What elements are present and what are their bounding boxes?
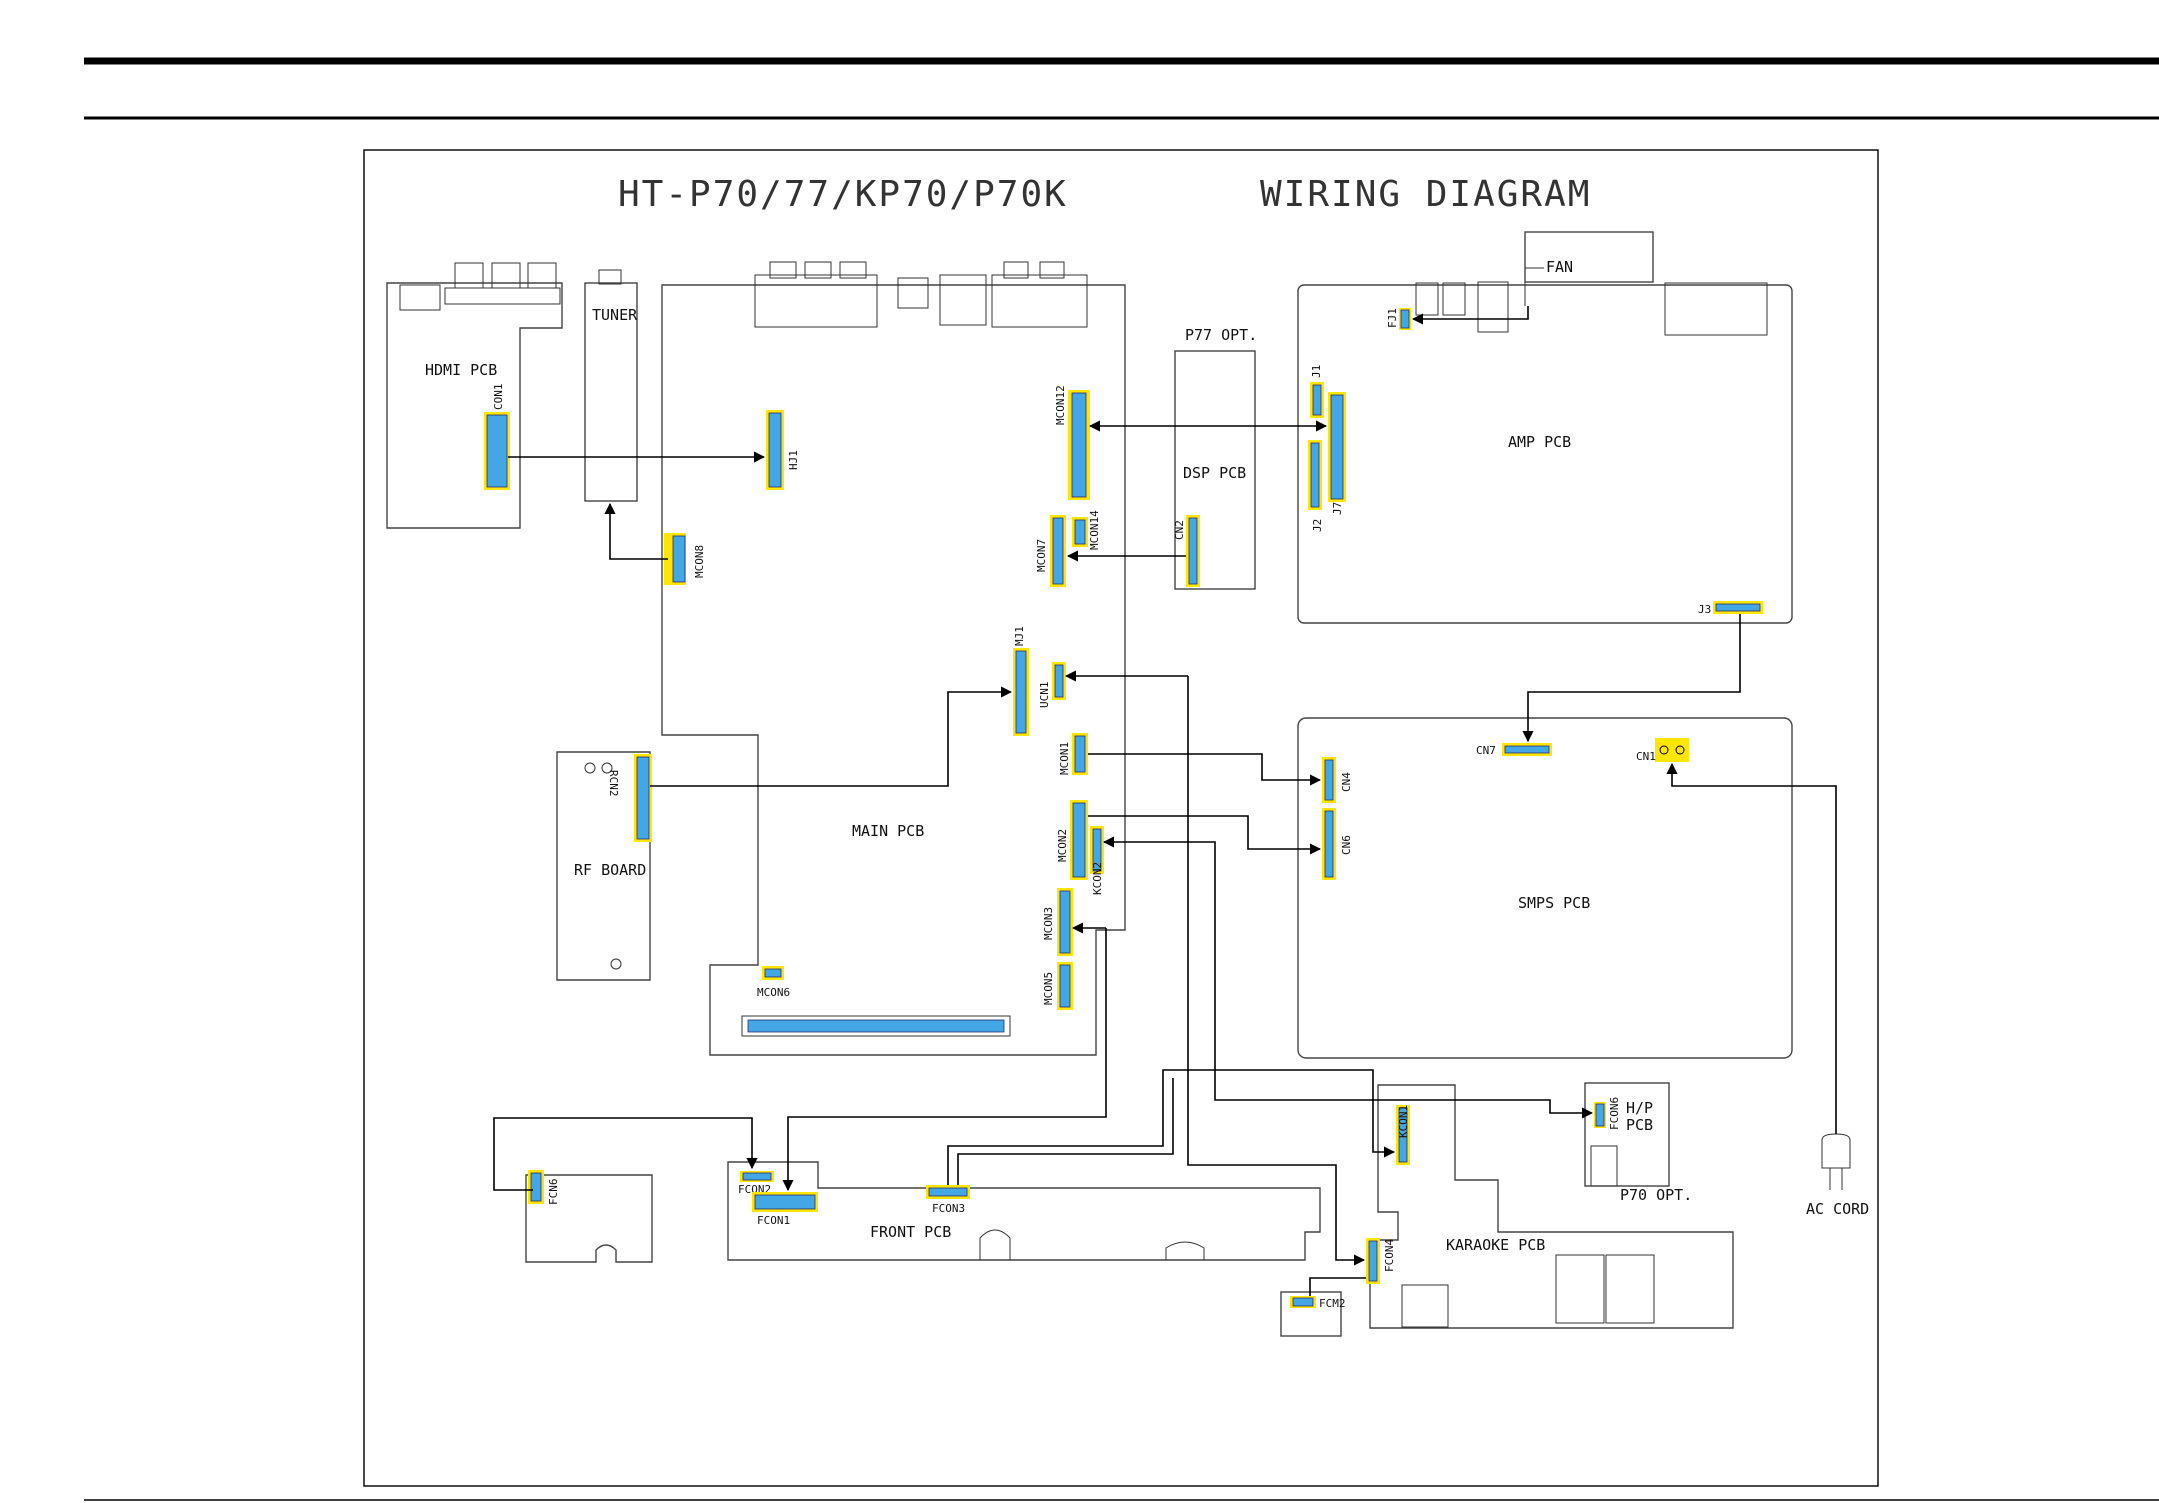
wiring-harness bbox=[493, 306, 1837, 1296]
wire-accord-to-cn1 bbox=[1666, 762, 1837, 1134]
front-pcb-label: FRONT PCB bbox=[870, 1223, 951, 1241]
smps-cn7-label: CN7 bbox=[1476, 744, 1496, 757]
wire-karaoke-to-fcm2 bbox=[1309, 1277, 1366, 1296]
wire-fcon3-to-kcon1 bbox=[947, 1069, 1396, 1185]
wire-fcn6-to-fcon2 bbox=[493, 1117, 758, 1191]
fcm2-board: FCM2 bbox=[1280, 1291, 1346, 1337]
rf-board-label: RF BOARD bbox=[574, 861, 646, 879]
diagram-frame bbox=[363, 149, 1879, 1487]
wire-mcon1-to-cn4 bbox=[1088, 753, 1322, 786]
fcm2-label: FCM2 bbox=[1319, 1297, 1346, 1310]
hp-option-label: P70 OPT. bbox=[1620, 1186, 1692, 1204]
mcon8-label: MCON8 bbox=[693, 545, 706, 578]
smps-pcb: SMPS PCB CN7 CN1 CN4 CN6 bbox=[1297, 717, 1793, 1059]
dsp-pcb-label: DSP PCB bbox=[1183, 464, 1246, 482]
hp-pcb-label-2: PCB bbox=[1626, 1116, 1653, 1134]
main-pcb-label: MAIN PCB bbox=[852, 822, 924, 840]
amp-j3-label: J3 bbox=[1698, 603, 1711, 616]
wire-j3-to-cn7 bbox=[1522, 614, 1741, 743]
tuner-label: TUNER bbox=[592, 306, 638, 324]
hp-pcb: FCON6 H/P PCB P70 OPT. bbox=[1584, 1082, 1692, 1204]
tuner-module: TUNER bbox=[584, 269, 638, 502]
amp-pcb: AMP PCB J1 J2 J7 J3 FJ1 bbox=[1297, 281, 1793, 624]
dsp-cn2-label: CN2 bbox=[1173, 520, 1186, 540]
fcon4-label: FCON4 bbox=[1383, 1239, 1396, 1272]
front-pcb: FRONT PCB FCON2 FCON1 FCON3 bbox=[727, 1161, 1321, 1261]
hp-fcon6-label: FCON6 bbox=[1608, 1097, 1621, 1130]
mcon3-label: MCON3 bbox=[1042, 907, 1055, 940]
rf-board: RCN2 RF BOARD bbox=[556, 751, 652, 981]
amp-j7-label: J7 bbox=[1331, 502, 1344, 515]
hdmi-con1-label: CON1 bbox=[492, 384, 505, 411]
hdmi-pcb: HDMI PCB CON1 bbox=[386, 262, 563, 529]
fj1-label: FJ1 bbox=[1386, 308, 1399, 328]
hp-pcb-label: H/P bbox=[1626, 1099, 1653, 1117]
main-pcb: MAIN PCB HJ1 MCON8 MCON12 MCON7 MCON14 M… bbox=[661, 261, 1126, 1056]
mcon7-label: MCON7 bbox=[1035, 539, 1048, 572]
wire-fcon3-branch bbox=[957, 1078, 1174, 1185]
wire-ucn1-to-fcon4 bbox=[1187, 676, 1366, 1266]
hj1-label: HJ1 bbox=[787, 450, 800, 470]
fcon3-label: FCON3 bbox=[932, 1202, 965, 1215]
smps-cn6-label: CN6 bbox=[1340, 835, 1353, 855]
fcon1-label: FCON1 bbox=[757, 1214, 790, 1227]
dsp-pcb: P77 OPT. DSP PCB CN2 bbox=[1173, 326, 1257, 590]
model-title: HT-P70/77/KP70/P70K bbox=[618, 174, 1068, 215]
fan-label: FAN bbox=[1546, 258, 1573, 276]
ucn1-label: UCN1 bbox=[1038, 682, 1051, 709]
karaoke-pcb: KARAOKE PCB KCON1 FCON4 bbox=[1366, 1084, 1734, 1329]
mcon12-label: MCON12 bbox=[1054, 385, 1067, 425]
fcn6-label: FCN6 bbox=[547, 1179, 560, 1206]
mcon2-label: MCON2 bbox=[1056, 829, 1069, 862]
dsp-option-label: P77 OPT. bbox=[1185, 326, 1257, 344]
ac-cord: AC CORD bbox=[1806, 1133, 1869, 1218]
wire-mcon8-to-tuner bbox=[604, 502, 668, 560]
hdmi-pcb-label: HDMI PCB bbox=[425, 361, 497, 379]
mcon1-label: MCON1 bbox=[1058, 742, 1071, 775]
wire-mcon2-to-cn6 bbox=[1088, 815, 1322, 855]
diagram-title: WIRING DIAGRAM bbox=[1260, 174, 1591, 215]
mcon5-label: MCON5 bbox=[1042, 972, 1055, 1005]
mcon14-label: MCON14 bbox=[1088, 510, 1101, 550]
fan: FAN bbox=[1524, 231, 1654, 306]
smps-cn4-label: CN4 bbox=[1340, 772, 1353, 792]
kcon2-label: KCON2 bbox=[1091, 862, 1104, 895]
karaoke-pcb-label: KARAOKE PCB bbox=[1446, 1236, 1545, 1254]
ac-cord-label: AC CORD bbox=[1806, 1200, 1869, 1218]
kcon1-label: KCON1 bbox=[1397, 1105, 1410, 1138]
fcn6-board: FCN6 bbox=[525, 1170, 653, 1263]
wire-fan-to-fj1 bbox=[1411, 306, 1529, 325]
amp-j1-label: J1 bbox=[1310, 365, 1323, 378]
wire-kcon2-to-hp bbox=[1104, 841, 1594, 1119]
smps-cn1-label: CN1 bbox=[1636, 750, 1656, 763]
wire-mcon3-to-fcon1 bbox=[782, 928, 1107, 1192]
mcon6-label: MCON6 bbox=[757, 986, 790, 999]
wire-rcn2-to-mj1 bbox=[650, 686, 1013, 787]
mj1-label: MJ1 bbox=[1013, 626, 1026, 646]
amp-j2-label: J2 bbox=[1311, 519, 1324, 532]
rcn2-label: RCN2 bbox=[607, 770, 620, 797]
amp-pcb-label: AMP PCB bbox=[1508, 433, 1571, 451]
smps-pcb-label: SMPS PCB bbox=[1518, 894, 1590, 912]
